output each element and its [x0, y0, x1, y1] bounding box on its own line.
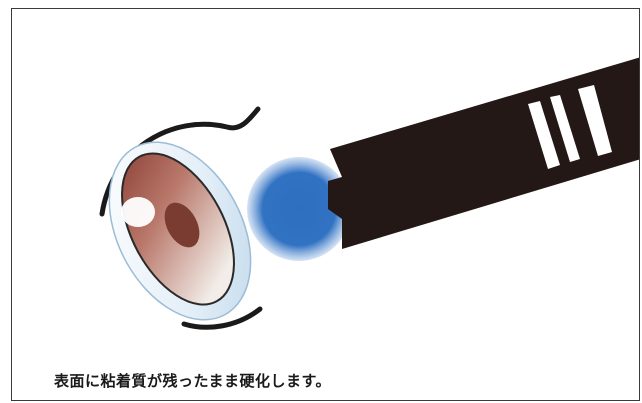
illustration-frame: 表面に粘着質が残ったまま硬化します。	[11, 8, 640, 401]
uv-curing-illustration	[99, 57, 639, 330]
gel-dome-icon	[108, 141, 252, 321]
pupil	[164, 202, 200, 248]
blue-light-glow-icon	[247, 157, 351, 261]
caption-text: 表面に粘着質が残ったまま硬化します。	[54, 372, 332, 390]
lower-stroke	[181, 306, 263, 330]
highlight	[121, 197, 155, 227]
uv-pen-lamp-icon	[328, 57, 639, 249]
